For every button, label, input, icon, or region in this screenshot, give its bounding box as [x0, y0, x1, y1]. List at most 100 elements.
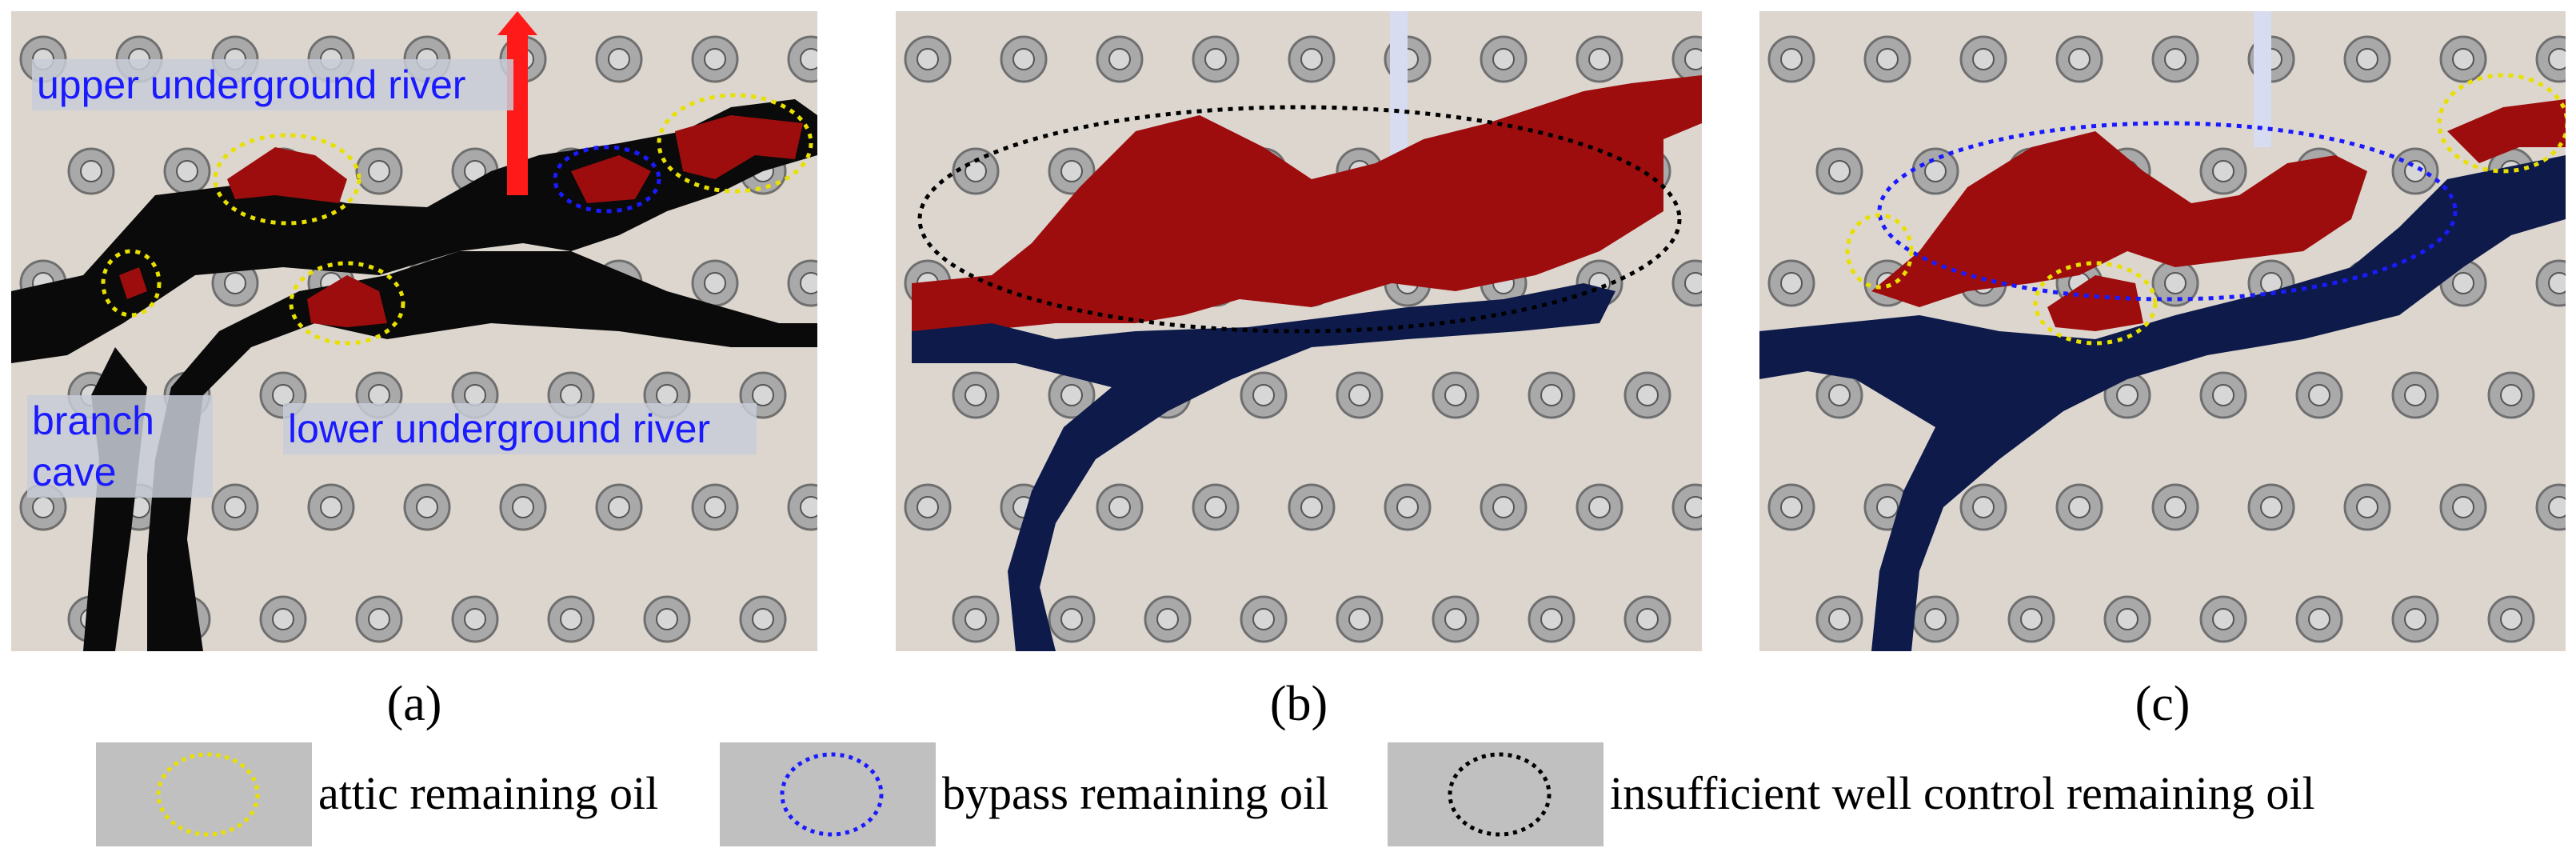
bolt-center [1588, 496, 1611, 518]
bolt-center [368, 160, 390, 182]
bolt-center [2404, 384, 2426, 406]
bolt-center [965, 384, 987, 406]
callout-upper-river: upper underground river [32, 59, 513, 110]
attic-ellipse-2 [1845, 213, 1914, 290]
bolt-center [1636, 608, 1659, 630]
bolt-center [1876, 496, 1899, 518]
bolt-center [1828, 384, 1851, 406]
bolt-center [32, 496, 54, 518]
legend-swatch-bypass [720, 742, 936, 846]
bolt-center [1156, 608, 1179, 630]
bolt-center [2548, 272, 2566, 294]
legend-swatch-insufficient [1388, 742, 1604, 846]
bolt-center [2212, 160, 2235, 182]
bolt-center [1972, 496, 1995, 518]
bolt-center [2116, 384, 2139, 406]
bolt-center [704, 48, 726, 70]
bolt-center [800, 48, 817, 70]
bolt-center [752, 384, 774, 406]
bolt-center [1060, 608, 1083, 630]
bolt-center [608, 496, 630, 518]
bolt-center [2500, 384, 2522, 406]
bolt-center [176, 160, 198, 182]
bolt-center [704, 272, 726, 294]
bolt-center [1972, 48, 1995, 70]
bolt-center [2164, 48, 2187, 70]
oil-upper-right [571, 155, 651, 203]
bolt-center [1204, 496, 1227, 518]
bolt-center [2548, 496, 2566, 518]
bolt-center [1780, 48, 1803, 70]
bolt-center [2212, 608, 2235, 630]
bolt-center [2164, 272, 2187, 294]
bolt-center [1684, 496, 1702, 518]
bolt-center [917, 48, 939, 70]
bolt-center [917, 496, 939, 518]
bolt-center [2164, 496, 2187, 518]
bolt-center [704, 496, 726, 518]
bolt-center [656, 608, 678, 630]
bolt-center [2404, 160, 2426, 182]
bolt-center [2308, 384, 2330, 406]
bolt-center [80, 160, 102, 182]
bolt-center [2548, 48, 2566, 70]
bolt-center [1108, 496, 1131, 518]
bolt-center [1012, 48, 1035, 70]
bolt-center [965, 608, 987, 630]
attic-ellipse-4 [657, 93, 813, 194]
bolt-center [2452, 272, 2474, 294]
attic-ellipse-1 [213, 133, 361, 226]
oil-center [2047, 275, 2143, 331]
panel-a-image: upper underground river lower undergroun… [11, 11, 817, 651]
panel-b-drawing [904, 11, 1702, 651]
callout-branch-cave: branch cave [27, 395, 213, 498]
bypass-ellipse [1877, 121, 2458, 302]
oil-left-small [119, 267, 147, 299]
arrow-shaft [507, 27, 528, 195]
panel-c-drawing [1759, 11, 2566, 651]
legend-ellipse-yellow [156, 752, 260, 837]
arrow-head [497, 11, 537, 35]
bolt-center [320, 496, 342, 518]
insufficient-ellipse [917, 105, 1682, 334]
bolt-center [1540, 384, 1563, 406]
legend-label-attic: attic remaining oil [318, 767, 659, 819]
water-zone [912, 283, 1615, 651]
bolt-center [1300, 496, 1323, 518]
bolt-center [1348, 608, 1371, 630]
panel-b-label: (b) [1269, 677, 1328, 731]
attic-ellipse-2 [289, 261, 405, 346]
legend-ellipse-blue [780, 752, 884, 837]
bolt-center [2404, 608, 2426, 630]
bolt-center [1108, 48, 1131, 70]
oil-center [307, 275, 387, 327]
bolt-center [608, 48, 630, 70]
bolt-center [1444, 384, 1467, 406]
bolt-center [752, 608, 774, 630]
bolt-center [1540, 608, 1563, 630]
bolt-center [1492, 48, 1515, 70]
bolt-center [1924, 608, 1947, 630]
oil-far-right [2447, 99, 2566, 163]
legend-label-bypass: bypass remaining oil [942, 767, 1329, 819]
panel-b-image [896, 11, 1702, 651]
bolt-center [1636, 384, 1659, 406]
bolt-center [1492, 496, 1515, 518]
bolt-center [2452, 48, 2474, 70]
bolt-center [2356, 496, 2378, 518]
bolt-center [1252, 608, 1275, 630]
bypass-ellipse [553, 145, 661, 214]
bolt-center [2068, 48, 2091, 70]
oil-upper-left [227, 147, 347, 203]
bolt-center [2452, 496, 2474, 518]
panel-a-label: (a) [386, 677, 442, 731]
bolt-center [2500, 608, 2522, 630]
water-zone [1759, 155, 2566, 651]
bolt-center [2356, 48, 2378, 70]
injection-pipe [1390, 11, 1408, 171]
bolt-center [2308, 608, 2330, 630]
oil-far-right [675, 115, 803, 179]
oil-zone [1871, 131, 2367, 307]
legend-label-insufficient: insufficient well control remaining oil [1610, 767, 2315, 819]
bolt-center [1396, 496, 1419, 518]
